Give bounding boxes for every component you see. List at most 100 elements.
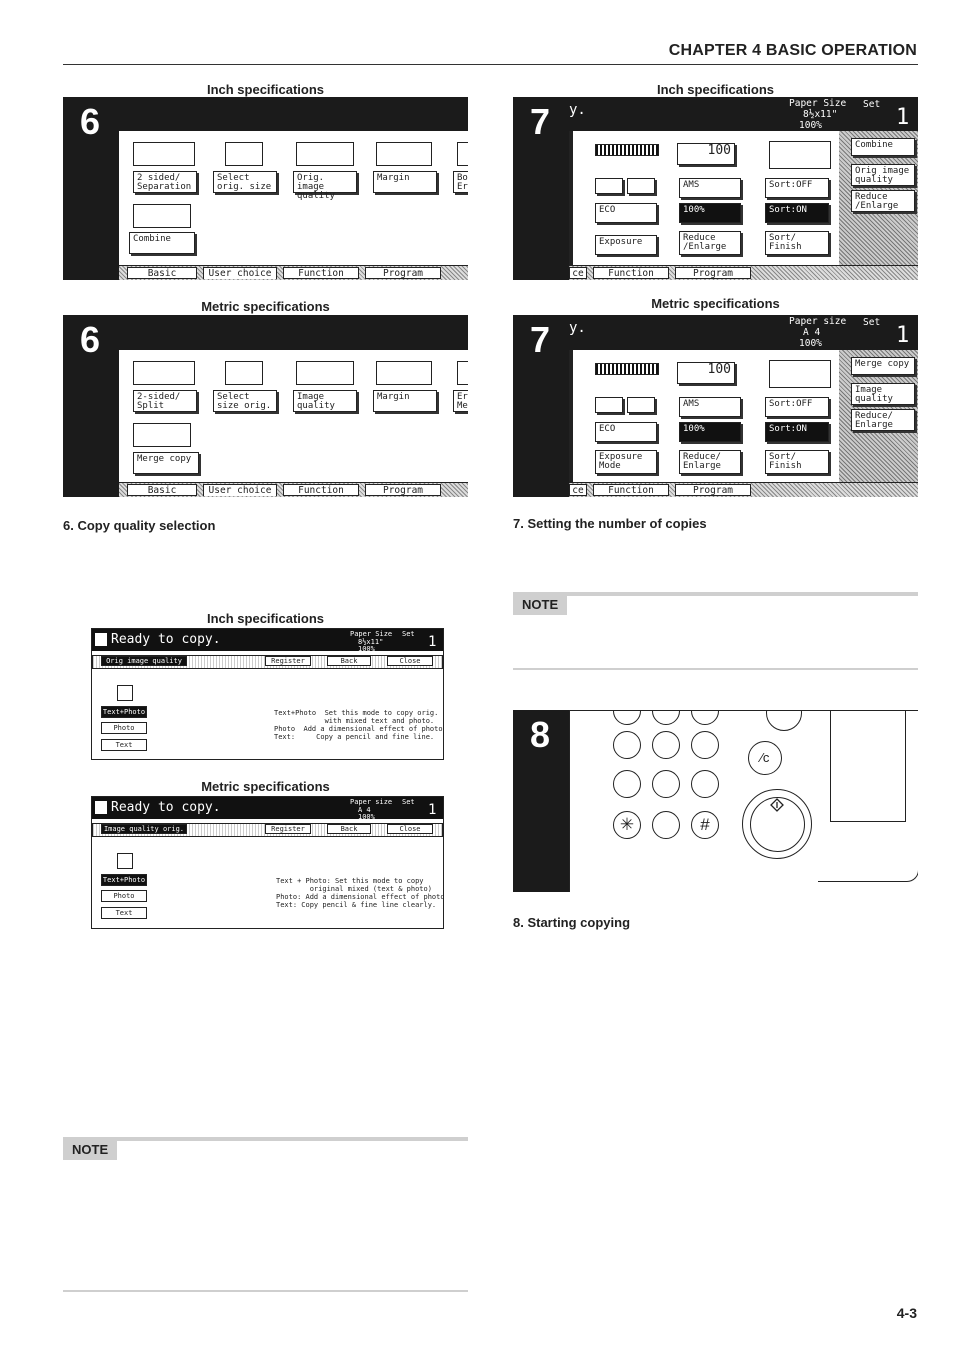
exposure-button[interactable]: Exposure [595,235,657,255]
orig-image-quality-button[interactable]: Orig. image quality [293,171,357,201]
status-bar: Ready to copy. Paper size Set A 4 100% 1 [92,797,443,821]
image-quality-button[interactable]: Image quality [293,390,357,412]
sort-on-button[interactable]: Sort:ON [765,422,829,442]
tab-user-choice[interactable]: ce [569,484,587,496]
key-8[interactable] [652,770,680,798]
lighter-button[interactable] [595,397,623,413]
key-2[interactable] [652,711,680,725]
combine-button[interactable]: Combine [129,232,195,254]
zoom-100-button[interactable]: 100% [679,422,741,442]
key-3[interactable] [691,711,719,725]
tab-user-choice[interactable]: ce [569,267,587,279]
caption-metric-6: Metric specifications [201,299,330,314]
tab-function[interactable]: Function [593,267,669,279]
zoom-value: 100% [358,645,375,653]
copier-icon [95,801,107,814]
back-button[interactable]: Back [327,656,371,666]
reduce-enlarge-shortcut-button[interactable]: Reduce/ Enlarge [851,409,915,431]
key-0[interactable] [652,811,680,839]
key-5[interactable] [652,731,680,759]
stop-clear-key[interactable]: ⁄c [748,741,782,775]
step-number: 7 [530,101,551,142]
reduce-enlarge-button[interactable]: Reduce/ Enlarge [679,450,741,474]
desc-line-4: Text: Copy pencil & fine line clearly. [276,901,437,909]
zoom-display: 100 [677,362,735,384]
quality-screen-inch: Ready to copy. Paper Size Set 8½x11" 100… [91,628,444,760]
tab-basic[interactable]: Basic [127,267,197,279]
register-button[interactable]: Register [265,656,311,666]
erase-button[interactable]: Er Me [453,390,468,412]
eco-button[interactable]: ECO [595,422,657,442]
close-button[interactable]: Close [387,656,433,666]
orig-image-quality-shortcut-button[interactable]: Orig image quality [851,164,915,186]
register-button[interactable]: Register [265,824,311,834]
border-icon [457,142,468,166]
tab-bar: ce Function Program [569,482,918,497]
copier-icon [95,633,107,646]
select-size-orig-button[interactable]: Select size orig. [213,390,277,412]
exposure-scale [595,363,659,375]
darker-button[interactable] [627,178,655,194]
key-star[interactable]: ✳ [613,811,641,839]
photo-button[interactable]: Photo [101,722,147,734]
duplex-button[interactable]: 2 sided/ Separation [133,171,197,193]
tab-program[interactable]: Program [675,484,751,496]
step7-inch-panel: 7 y. Paper Size Set 8½x11" 100% 1 100 AM… [513,97,918,280]
tab-program[interactable]: Program [675,267,751,279]
zoom-100-button[interactable]: 100% [679,203,741,223]
exposure-mode-button[interactable]: Exposure Mode [595,450,657,474]
reduce-enlarge-shortcut-button[interactable]: Reduce /Enlarge [851,190,915,212]
tab-program[interactable]: Program [365,484,441,496]
image-quality-shortcut-button[interactable]: Image quality [851,383,915,405]
caption-inch-6: Inch specifications [206,82,325,97]
stop-key[interactable] [766,711,802,731]
ams-button[interactable]: AMS [679,178,741,198]
split-button[interactable]: 2-sided/ Split [133,390,197,412]
paper-size-label: Paper Size [350,630,393,638]
key-hash[interactable]: # [691,811,719,839]
combine-shortcut-button[interactable]: Combine [851,138,915,156]
key-9[interactable] [691,770,719,798]
key-6[interactable] [691,731,719,759]
text-button[interactable]: Text [101,907,147,919]
tab-program[interactable]: Program [365,267,441,279]
caption-metric-quality: Metric specifications [201,779,330,794]
tab-user-choice[interactable]: User choice [203,267,277,279]
back-button[interactable]: Back [327,824,371,834]
start-key[interactable] [742,789,812,859]
sort-off-button[interactable]: Sort:OFF [765,397,829,417]
lighter-button[interactable] [595,178,623,194]
sort-on-button[interactable]: Sort:ON [765,203,829,223]
reduce-enlarge-button[interactable]: Reduce /Enlarge [679,231,741,255]
copy-count: 1 [428,634,437,650]
photo-button[interactable]: Photo [101,890,147,902]
select-orig-size-button[interactable]: Select orig. size [213,171,277,193]
border-erase-button[interactable]: Bo Er [453,171,468,193]
tab-basic[interactable]: Basic [127,484,197,496]
key-1[interactable] [613,711,641,725]
tab-user-choice[interactable]: User choice [203,484,277,496]
tab-function[interactable]: Function [283,267,359,279]
merge-copy-shortcut-button[interactable]: Merge copy [851,357,915,375]
quality-icon [117,853,133,869]
close-button[interactable]: Close [387,824,433,834]
text-button[interactable]: Text [101,739,147,751]
tab-function[interactable]: Function [593,484,669,496]
note-bottom-rule [63,1290,468,1292]
darker-button[interactable] [627,397,655,413]
sort-finish-button[interactable]: Sort/ Finish [765,450,829,474]
tab-function[interactable]: Function [283,484,359,496]
margin-button[interactable]: Margin [373,390,437,412]
merge-copy-button[interactable]: Merge copy [133,452,199,474]
key-4[interactable] [613,731,641,759]
eco-button[interactable]: ECO [595,203,657,223]
border-icon [457,361,468,385]
page-number: 4-3 [896,1305,917,1321]
text-photo-button[interactable]: Text+Photo [101,874,147,886]
text-photo-button[interactable]: Text+Photo [101,706,147,718]
margin-button[interactable]: Margin [373,171,437,193]
sort-off-button[interactable]: Sort:OFF [765,178,829,198]
sort-finish-button[interactable]: Sort/ Finish [765,231,829,255]
key-7[interactable] [613,770,641,798]
ams-button[interactable]: AMS [679,397,741,417]
